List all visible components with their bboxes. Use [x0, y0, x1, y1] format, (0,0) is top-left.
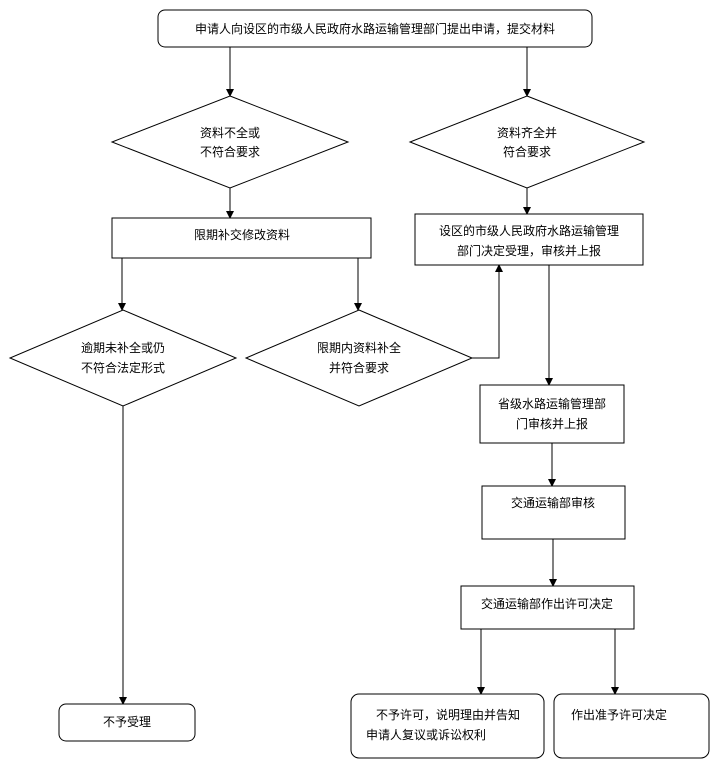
node-denied-line2: 申请人复议或诉讼权利 — [366, 728, 486, 742]
node-denied-line1: 不予许可，说明理由并告知 — [376, 707, 520, 722]
node-city-accept-line2: 部门决定受理，审核并上报 — [457, 243, 601, 258]
node-not-accepted: 不予受理 — [58, 703, 196, 742]
node-within-deadline-line1: 限期内资料补全 — [317, 340, 401, 355]
node-ministry-decide-label: 交通运输部作出许可决定 — [481, 596, 613, 611]
node-denied: 不予许可，说明理由并告知 申请人复议或诉讼权利 — [350, 693, 545, 759]
node-province-review-line1: 省级水路运输管理部 — [498, 396, 606, 411]
connectors — [118, 47, 619, 705]
node-ministry-decide: 交通运输部作出许可决定 — [460, 585, 635, 630]
node-ministry-review-label: 交通运输部审核 — [511, 495, 595, 510]
node-complete: 资料齐全并 符合要求 — [408, 95, 646, 189]
node-deadline-fix-label: 限期补交修改资料 — [194, 227, 290, 242]
node-deadline-fix: 限期补交修改资料 — [111, 217, 372, 259]
node-apply: 申请人向设区的市级人民政府水路运输管理部门提出申请，提交材料 — [157, 9, 593, 48]
node-granted-label: 作出准予许可决定 — [571, 707, 667, 722]
arrow-within-deadline-to-city-accept — [472, 264, 503, 359]
node-complete-line1: 资料齐全并 — [497, 125, 557, 140]
node-overdue-line2: 不符合法定形式 — [81, 360, 165, 375]
node-granted: 作出准予许可决定 — [553, 693, 710, 759]
node-incomplete: 资料不全或 不符合要求 — [110, 95, 350, 189]
node-within-deadline: 限期内资料补全 并符合要求 — [244, 309, 474, 407]
node-city-accept: 设区的市级人民政府水路运输管理 部门决定受理，审核并上报 — [414, 213, 644, 266]
node-province-review: 省级水路运输管理部 门审核并上报 — [479, 384, 625, 444]
node-ministry-review: 交通运输部审核 — [481, 485, 626, 540]
node-incomplete-line2: 不符合要求 — [200, 144, 260, 159]
node-overdue: 逾期未补全或仍 不符合法定形式 — [8, 309, 238, 407]
node-not-accepted-label: 不予受理 — [103, 715, 151, 729]
node-overdue-line1: 逾期未补全或仍 — [81, 340, 165, 355]
node-province-review-line2: 门审核并上报 — [516, 416, 588, 431]
node-apply-label: 申请人向设区的市级人民政府水路运输管理部门提出申请，提交材料 — [195, 21, 555, 36]
node-incomplete-line1: 资料不全或 — [200, 125, 260, 140]
node-within-deadline-line2: 并符合要求 — [329, 360, 389, 375]
node-city-accept-line1: 设区的市级人民政府水路运输管理 — [439, 223, 619, 238]
node-complete-line2: 符合要求 — [503, 144, 551, 159]
